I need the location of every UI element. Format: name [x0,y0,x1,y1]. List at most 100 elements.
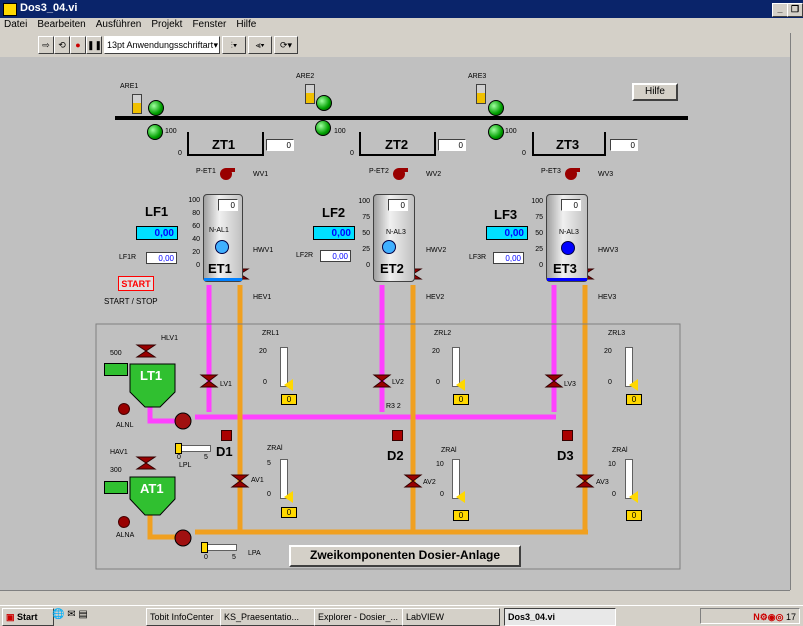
zra1-pointer[interactable] [284,491,293,503]
lf3r-label: LF3R [469,254,487,261]
lf1r-input[interactable]: 0,00 [146,252,177,264]
align-objects-button[interactable]: ⫶▾ [222,36,246,54]
d2-label: D2 [387,448,404,463]
at1-scale-max: 300 [110,467,122,474]
toolbar: ⇨ ⟲ ● ❚❚ 13pt Anwendungsschriftart▾ ⫶▾ ⫷… [0,33,790,55]
zt2-led [315,120,331,136]
zra3-max: 10 [608,461,616,468]
abort-button[interactable]: ● [70,36,86,54]
lpa-slider-thumb[interactable] [201,542,208,553]
lpl-slider[interactable] [179,445,211,452]
task-dos3-vi[interactable]: Dos3_04.vi [504,608,616,626]
d3-indicator [562,430,573,441]
menu-projekt[interactable]: Projekt [151,19,183,30]
task-tobit[interactable]: Tobit InfoCenter [146,608,224,626]
plant-title-button[interactable]: Zweikomponenten Dosier-Anlage [289,545,521,567]
et3-label: ET3 [553,261,577,276]
menu-hilfe[interactable]: Hilfe [236,19,257,30]
are1-led [148,100,164,116]
et2-tick: 50 [362,230,370,237]
reorder-button[interactable]: ⟳▾ [274,36,298,54]
task-explorer[interactable]: Explorer - Dosier_... [314,608,406,626]
horizontal-scrollbar[interactable] [0,590,790,604]
are2-switch[interactable] [305,84,315,104]
et1-label: ET1 [208,261,232,276]
main-bus-line [115,116,688,120]
zrl1-min: 0 [263,379,267,386]
menu-datei[interactable]: Datei [4,19,28,30]
zrl3-max: 20 [604,348,612,355]
clock: 17 [785,612,796,622]
et2-tank: 0 N-AL3 ET2 [373,194,415,282]
zra1-min: 0 [267,491,271,498]
d1-label: D1 [216,444,233,459]
at1-level-indicator [104,481,128,494]
menu-fenster[interactable]: Fenster [192,19,227,30]
restore-button[interactable]: ❐ [787,3,803,17]
start-button[interactable]: START [118,276,154,291]
run-arrow-button[interactable]: ⇨ [38,36,54,54]
hev1-label: HEV1 [253,294,272,301]
et1-tick: 20 [192,249,200,256]
lf2r-label: LF2R [296,252,314,259]
are1-switch[interactable] [132,94,142,114]
menu-ausfuehren[interactable]: Ausführen [95,19,142,30]
vertical-scrollbar[interactable] [790,33,803,590]
are2-led [316,95,332,111]
et2-level-led [382,240,396,254]
et1-al-label: N-AL1 [209,227,229,234]
quick-launch-icon[interactable]: 🌐 ✉ ▤ [52,609,88,620]
pet1-label: P-ET1 [196,168,216,175]
lf3r-input[interactable]: 0,00 [493,252,524,264]
taskbar: ▣ Start 🌐 ✉ ▤ Tobit InfoCenter KS_Praese… [0,605,803,626]
lpl-slider-thumb[interactable] [175,443,182,454]
lf3-value: 0,00 [486,226,528,240]
wv1-label: WV1 [253,171,269,178]
d1-indicator [221,430,232,441]
zrl1-max: 20 [259,348,267,355]
zt3-led [488,124,504,140]
et1-indicator: 0 [218,199,238,211]
et3-tick: 75 [535,214,543,221]
lpa-slider[interactable] [205,544,237,551]
zrl1-pointer[interactable] [284,379,293,391]
alnl-label: ALNL [116,422,134,429]
et3-tick: 50 [535,230,543,237]
font-select[interactable]: 13pt Anwendungsschriftart▾ [104,36,220,54]
hwv1-label: HWV1 [253,247,274,254]
menu-bar: Datei Bearbeiten Ausführen Projekt Fenster Hi… [0,18,790,32]
et2-tick: 75 [362,214,370,221]
process-diagram [95,116,688,570]
at1-hopper [129,476,176,516]
pause-button[interactable]: ❚❚ [86,36,102,54]
lf2r-input[interactable]: 0,00 [320,250,351,262]
menu-bearbeiten[interactable]: Bearbeiten [37,19,86,30]
task-ks-praesentation[interactable]: KS_Praesentatio... [220,608,318,626]
start-menu-button[interactable]: ▣ Start [2,608,54,626]
distribute-objects-button[interactable]: ⫷▾ [248,36,272,54]
wv2-label: WV2 [426,171,442,178]
zt1-indicator: 0 [266,139,294,151]
zrl3-pointer[interactable] [629,379,638,391]
et3-al-label: N-AL3 [559,229,579,236]
task-labview[interactable]: LabVIEW [402,608,500,626]
minimize-button[interactable]: _ [772,3,788,17]
help-button[interactable]: Hilfe [632,83,678,101]
zt1-led [147,124,163,140]
at1-label: AT1 [140,481,164,496]
start-stop-label: START / STOP [104,297,158,306]
r32-label: R3 2 [386,403,401,410]
zra2-pointer[interactable] [456,491,465,503]
av2-label: AV2 [423,479,436,486]
zra1-label: ZRAl [267,445,283,452]
zrl2-pointer[interactable] [456,379,465,391]
are3-switch[interactable] [476,84,486,104]
zrl1-value: 0 [281,394,297,405]
zra3-pointer[interactable] [629,491,638,503]
tray-icons[interactable]: N⚙◉◎ [753,612,786,622]
run-continuous-button[interactable]: ⟲ [54,36,70,54]
system-tray: N⚙◉◎ 17 [700,608,800,624]
zt3-label: ZT3 [556,137,580,152]
zra3-value: 0 [626,510,642,521]
lpa-min: 0 [204,554,208,561]
